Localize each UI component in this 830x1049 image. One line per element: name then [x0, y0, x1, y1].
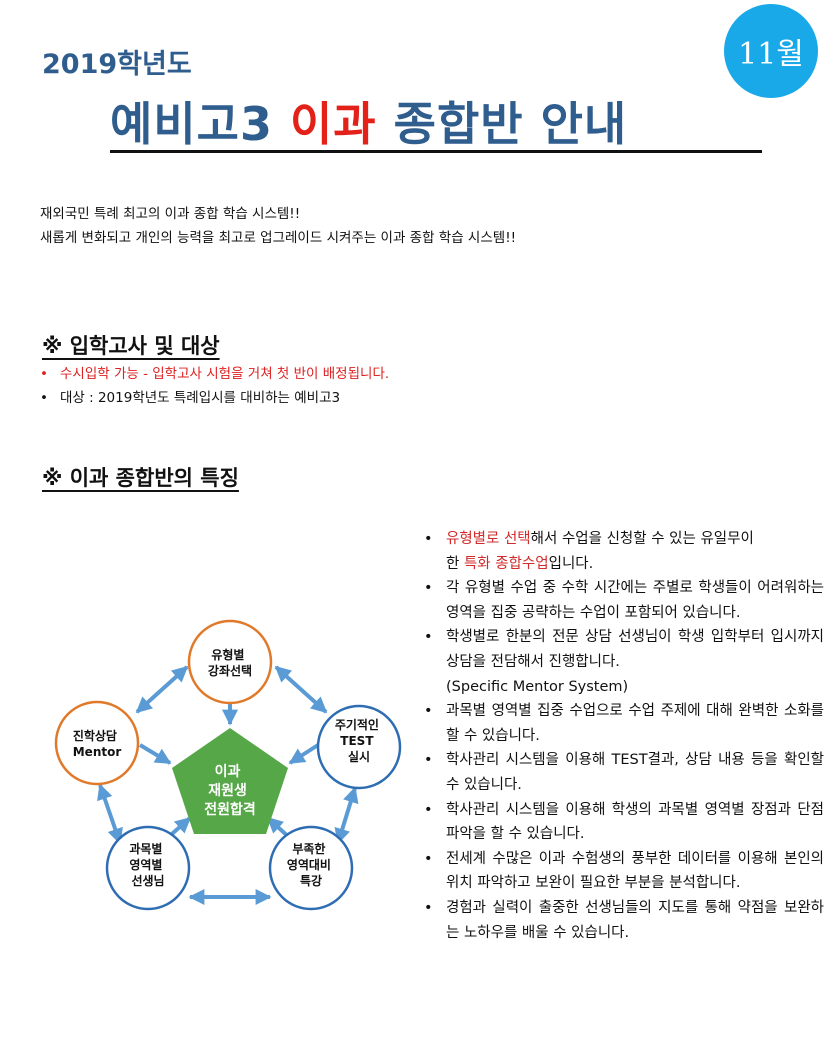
admission-bullet-1-text: 수시입학 가능 - 입학고사 시험을 거쳐 첫 반이 배정됩니다.	[60, 366, 390, 382]
center-line-2: 재원생	[208, 783, 247, 799]
node-right-line-1: 주기적인	[335, 717, 379, 732]
feature-1-text-2: 한	[446, 555, 464, 572]
center-pentagon	[172, 728, 288, 834]
node-bottom-right-line-3: 특강	[300, 873, 322, 888]
month-badge: 11월	[724, 4, 818, 98]
node-top-line-2: 강좌선택	[208, 663, 252, 678]
title-part3: 종합반 안내	[376, 97, 628, 151]
svg-text:부족한 영역대비 특강: 부족한 영역대비 특강	[287, 841, 335, 888]
page-title: 예비고3 이과 종합반 안내	[110, 88, 762, 151]
node-bottom-right-line-2: 영역대비	[287, 857, 331, 872]
features-diagram: 이과 재원생 전원합격 유형별 강좌선택 진학상담 Mentor 주기적인 TE…	[54, 619, 402, 911]
admission-bullet-2-text: 대상 : 2019학년도 특례입시를 대비하는 예비고3	[60, 390, 341, 406]
node-right-line-3: 실시	[348, 749, 370, 764]
feature-1-text-1: 해서 수업을 신청할 수 있는 유일무이	[530, 531, 754, 547]
bullet-dot: •	[40, 366, 48, 382]
cycle-arrows	[97, 665, 359, 905]
node-right	[316, 704, 402, 790]
node-bottom-right-line-1: 부족한	[292, 841, 325, 856]
node-bottom-right	[268, 825, 354, 911]
feature-1-text-3: 입니다.	[548, 555, 594, 572]
year-label: 2019학년도	[42, 49, 192, 80]
svg-text:과목별 영역별 선생님: 과목별 영역별 선생님	[129, 841, 166, 888]
node-left	[54, 700, 140, 786]
node-right-line-2: TEST	[340, 734, 374, 748]
feature-item-5: 학사관리 시스템을 이용해 TEST결과, 상담 내용 등을 확인할 수 있습니…	[420, 748, 824, 797]
title-part2: 이과	[289, 97, 377, 151]
section-heading-admission: ※ 입학고사 및 대상	[42, 334, 220, 358]
feature-item-6: 학사관리 시스템을 이용해 학생의 과목별 영역별 장점과 단점 파악을 할 수…	[420, 798, 824, 847]
section-heading-features: ※ 이과 종합반의 특징	[42, 466, 239, 490]
title-underline	[110, 150, 762, 153]
intro-line-1: 재외국민 특례 최고의 이과 종합 학습 시스템!!	[40, 206, 301, 222]
svg-text:진학상담 Mentor: 진학상담 Mentor	[73, 728, 122, 759]
admission-bullet-2: • 대상 : 2019학년도 특례입시를 대비하는 예비고3	[40, 386, 340, 410]
svg-text:이과 재원생 전원합격: 이과 재원생 전원합격	[204, 763, 256, 818]
svg-text:유형별 강좌선택: 유형별 강좌선택	[208, 647, 252, 678]
node-top-line-1: 유형별	[211, 647, 244, 662]
title-part1: 예비고3	[110, 97, 290, 151]
svg-text:주기적인 TEST 실시: 주기적인 TEST 실시	[335, 717, 383, 764]
node-bottom-left-line-2: 영역별	[129, 857, 162, 872]
feature-1-highlight-2: 특화 종합수업	[463, 555, 549, 572]
center-line-1: 이과	[215, 763, 241, 780]
admission-bullet-1: • 수시입학 가능 - 입학고사 시험을 거쳐 첫 반이 배정됩니다.	[40, 362, 389, 386]
feature-item-8: 경험과 실력이 출중한 선생님들의 지도를 통해 약점을 보완하는 노하우를 배…	[420, 896, 824, 945]
month-badge-text: 11월	[738, 37, 804, 72]
feature-1-highlight-1: 유형별로 선택	[446, 531, 531, 547]
feature-item-7: 전세계 수많은 이과 수험생의 풍부한 데이터를 이용해 본인의 위치 파악하고…	[420, 847, 824, 896]
center-line-3: 전원합격	[204, 801, 256, 818]
intro-line-2: 새롭게 변화되고 개인의 능력을 최고로 업그레이드 시켜주는 이과 종합 학습…	[40, 230, 517, 246]
node-top	[187, 619, 273, 705]
feature-item-3: 학생별로 한분의 전문 상담 선생님이 학생 입학부터 입시까지 상담을 전담해…	[420, 625, 824, 674]
node-left-line-2: Mentor	[73, 745, 122, 759]
bullet-dot: •	[40, 390, 48, 406]
node-bottom-left	[105, 825, 191, 911]
feature-3-text: 학생별로 한분의 전문 상담 선생님이 학생 입학부터 입시까지 상담을 전담해…	[446, 629, 824, 670]
feature-item-2: 각 유형별 수업 중 수학 시간에는 주별로 학생들이 어려워하는 영역을 집중…	[420, 576, 824, 625]
feature-item-3-extra: (Specific Mentor System)	[446, 678, 629, 695]
node-bottom-left-line-1: 과목별	[129, 841, 162, 856]
node-bottom-left-line-3: 선생님	[131, 873, 164, 888]
node-left-line-1: 진학상담	[73, 728, 117, 743]
intro-text: 재외국민 특례 최고의 이과 종합 학습 시스템!! 새롭게 변화되고 개인의 …	[40, 202, 516, 250]
feature-item-4: 과목별 영역별 집중 수업으로 수업 주제에 대해 완벽한 소화를 할 수 있습…	[420, 699, 824, 748]
